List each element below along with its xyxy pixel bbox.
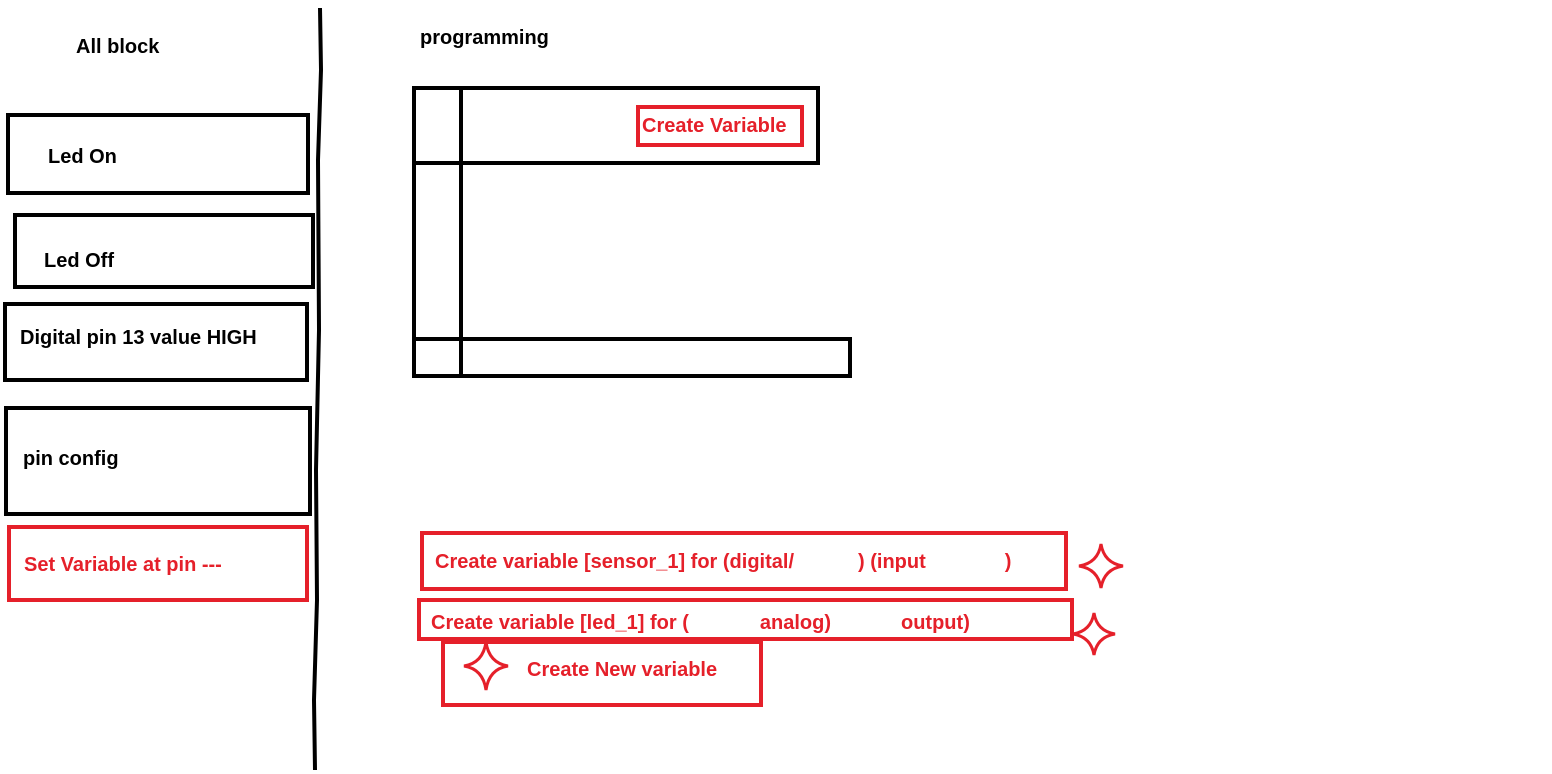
variable-block-label: Create variable [sensor_1] for (digital/… — [435, 552, 1011, 572]
sparkle-icon — [1078, 543, 1124, 589]
variable-block-sensor[interactable]: Create variable [sensor_1] for (digital/… — [420, 531, 1068, 591]
block-led-off[interactable]: Led Off — [13, 213, 315, 289]
create-new-variable-label: Create New variable — [527, 659, 718, 681]
sparkle-icon — [463, 641, 509, 691]
block-label: pin config — [23, 448, 119, 470]
create-variable-slot[interactable]: Create Variable — [636, 105, 804, 147]
block-label: Led On — [48, 146, 117, 168]
label-end: ) — [1004, 551, 1012, 573]
palette-title: All block — [76, 36, 160, 58]
block-pin-config[interactable]: pin config — [4, 406, 312, 516]
sparkle-icon — [1072, 612, 1116, 656]
block-set-variable-at-pin[interactable]: Set Variable at pin --- — [7, 525, 309, 602]
label-mid: analog) — [759, 612, 831, 634]
block-label: Set Variable at pin --- — [24, 554, 222, 576]
label-mid: ) (input — [858, 551, 926, 573]
block-label: Led Off — [44, 250, 114, 272]
block-digital-pin-13-high[interactable]: Digital pin 13 value HIGH — [3, 302, 309, 382]
block-label: Digital pin 13 value HIGH — [20, 327, 257, 349]
c-block-footer — [412, 337, 852, 378]
block-led-on[interactable]: Led On — [6, 113, 310, 195]
label-prefix: Create variable [led_1] for ( — [431, 612, 689, 634]
label-end: output) — [901, 612, 970, 634]
create-variable-label: Create Variable — [642, 115, 787, 137]
variable-block-label: Create variable [led_1] for ( analog) outp… — [431, 613, 970, 633]
workspace-title: programming — [420, 27, 549, 49]
create-new-variable-button[interactable]: Create New variable — [441, 640, 763, 707]
variable-block-led[interactable]: Create variable [led_1] for ( analog) outp… — [417, 598, 1074, 641]
label-prefix: Create variable [sensor_1] for (digital/ — [435, 551, 795, 573]
